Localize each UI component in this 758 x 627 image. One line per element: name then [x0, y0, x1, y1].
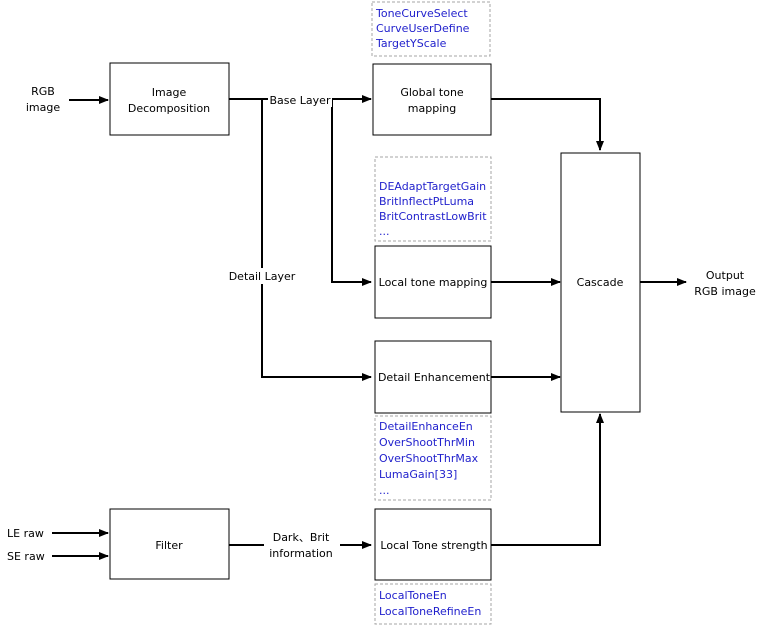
param-local-tone-1: BritInflectPtLuma: [379, 195, 474, 208]
param-detail-3: LumaGain[33]: [379, 468, 457, 481]
global-tone-params: ToneCurveSelect CurveUserDefine TargetYS…: [371, 1, 491, 57]
dark-brit-label-line2: information: [269, 547, 333, 560]
filter-box: Filter: [109, 508, 230, 580]
cascade-label: Cascade: [577, 276, 624, 289]
filter-label: Filter: [155, 539, 183, 552]
detail-layer-label: Detail Layer: [229, 270, 296, 283]
detail-enhancement-box: Detail Enhancement: [374, 340, 492, 414]
arrow-global-to-cascade: [491, 98, 604, 151]
output-label-line2: RGB image: [694, 285, 756, 298]
image-decomposition-box: Image Decomposition: [109, 62, 230, 136]
arrow-strength-to-cascade: [491, 413, 604, 546]
global-tone-label-line1: Global tone: [400, 86, 464, 99]
param-detail-2: OverShootThrMax: [379, 452, 479, 465]
param-global-tone-2: TargetYScale: [375, 37, 447, 50]
detail-enhancement-label: Detail Enhancement: [378, 371, 491, 384]
detail-enhancement-params: DetailEnhanceEn OverShootThrMin OverShoo…: [374, 415, 492, 501]
global-tone-mapping-box: Global tone mapping: [372, 63, 492, 136]
param-detail-0: DetailEnhanceEn: [379, 420, 473, 433]
param-strength-0: LocalToneEn: [379, 589, 447, 602]
param-global-tone-0: ToneCurveSelect: [375, 7, 468, 20]
local-tone-params: DEAdaptTargetGain BritInflectPtLuma Brit…: [374, 156, 492, 242]
param-local-tone-3: ...: [379, 225, 390, 238]
param-local-tone-2: BritContrastLowBrit: [379, 210, 487, 223]
local-tone-mapping-box: Local tone mapping: [374, 245, 492, 319]
local-tone-strength-params: LocalToneEn LocalToneRefineEn: [374, 583, 492, 625]
param-local-tone-0: DEAdaptTargetGain: [379, 180, 486, 193]
le-raw-label: LE raw: [7, 527, 44, 540]
rgb-input-label-line1: RGB: [31, 85, 55, 98]
param-strength-1: LocalToneRefineEn: [379, 605, 481, 618]
param-global-tone-1: CurveUserDefine: [376, 22, 470, 35]
param-detail-1: OverShootThrMin: [379, 436, 475, 449]
local-tone-strength-label: Local Tone strength: [380, 539, 487, 552]
arrow-base-to-local-tone: [331, 99, 372, 286]
image-decomposition-label-line2: Decomposition: [128, 102, 210, 115]
arrow-detail-layer-to-enhancement: [261, 99, 372, 381]
local-tone-mapping-label: Local tone mapping: [379, 276, 488, 289]
cascade-box: Cascade: [560, 152, 641, 413]
base-layer-label: Base Layer: [270, 94, 331, 107]
param-detail-4: ...: [379, 484, 390, 497]
local-tone-strength-box: Local Tone strength: [374, 508, 492, 581]
rgb-input-label-line2: image: [26, 101, 60, 114]
dark-brit-label-line1: Dark、Brit: [273, 531, 330, 544]
global-tone-label-line2: mapping: [408, 102, 456, 115]
output-label-line1: Output: [706, 269, 745, 282]
image-decomposition-label-line1: Image: [152, 86, 187, 99]
se-raw-label: SE raw: [7, 550, 45, 563]
